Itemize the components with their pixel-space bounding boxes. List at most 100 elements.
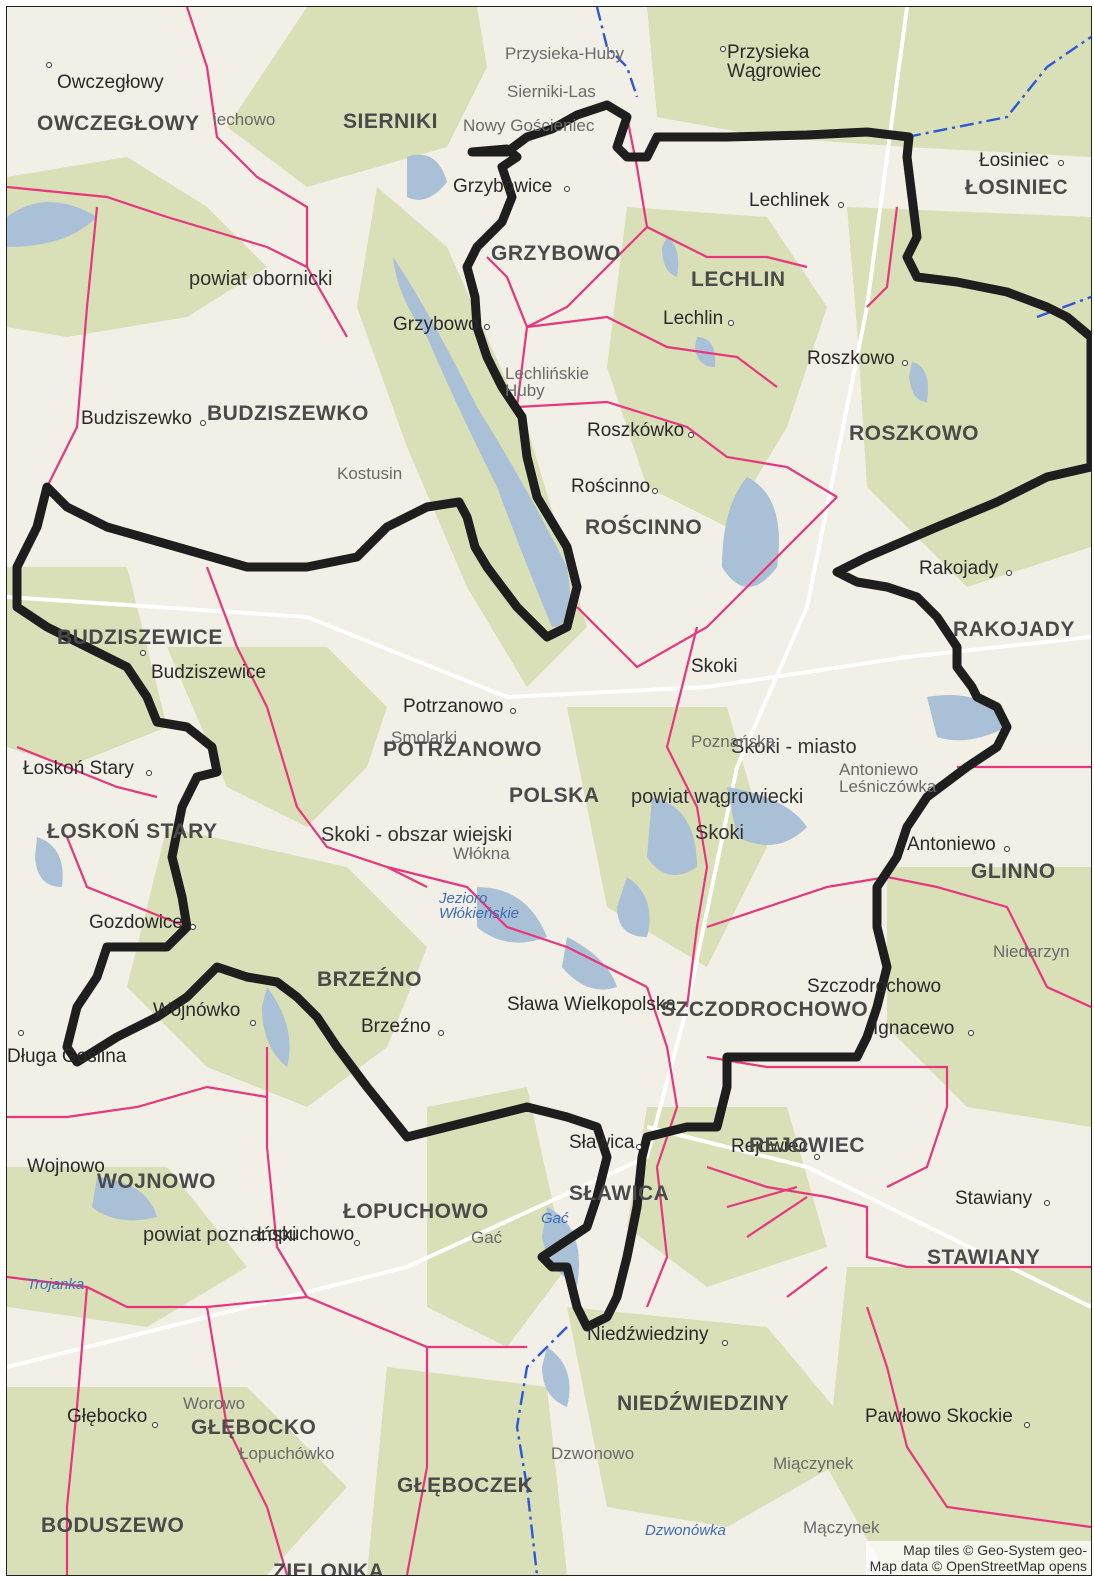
map-label-nowy-goscieniec: Nowy Gościeniec <box>463 116 595 135</box>
map-label-skoki-2: Skoki <box>695 822 744 844</box>
map-label-lopuchowko: Łopuchówko <box>239 1444 335 1463</box>
map-label-miaczynek: Miączynek <box>773 1454 854 1473</box>
settlement-dot-budziszewice <box>140 650 146 656</box>
map-label-gozdowice: Gozdowice <box>89 912 183 933</box>
map-label-boduszewo-unit: BODUSZEWO <box>41 1514 185 1537</box>
map-label-pawlowo-skockie: Pawłowo Skockie <box>865 1406 1013 1427</box>
map-label-roszkowo: Roszkowo <box>807 348 895 369</box>
map-label-rakojady-unit: RAKOJADY <box>953 618 1075 641</box>
map-label-wierzenica: Worowo <box>183 1394 246 1413</box>
roads <box>7 7 1091 1369</box>
map-label-lechlin: Lechlin <box>663 308 724 329</box>
settlement-dot-rakojady <box>1006 570 1012 576</box>
map-label-rejowiec: Rejowiec <box>731 1136 809 1157</box>
map-label-rakojady: Rakojady <box>919 558 999 579</box>
map-label-stawiany-unit: STAWIANY <box>927 1246 1041 1269</box>
map-label-iechowo: iechowo <box>213 110 276 129</box>
settlement-dot-glebocko <box>152 1422 158 1428</box>
map-label-skoki: Skoki <box>691 656 738 677</box>
settlement-dot-dluga-goslina <box>18 1030 24 1036</box>
map-label-skoki-obszar: Skoki - obszar wiejski <box>321 824 513 846</box>
map-label-sierniki-unit: SIERNIKI <box>343 110 439 133</box>
settlement-dot-stawiany <box>1044 1200 1050 1206</box>
map-label-powiat-obornicki: powiat obornicki <box>189 268 333 290</box>
map-label-antoniewo: Antoniewo <box>907 834 996 855</box>
settlement-dot-antoniewo <box>1004 846 1010 852</box>
map-label-wojnowo-unit: WOJNOWO <box>97 1170 216 1193</box>
map-label-wojnowo: Wojnowo <box>27 1156 105 1177</box>
map-label-poznanska: Poznańska <box>691 732 776 751</box>
map-label-szczodrochowo: Szczodrochowo <box>807 976 942 997</box>
settlement-dot-lechlinek <box>838 202 844 208</box>
map-label-dzwonowo: Dzwonowo <box>551 1444 635 1463</box>
settlement-dot-roszkowko <box>688 432 694 438</box>
map-label-potrzanowo: Potrzanowo <box>403 696 504 717</box>
map-label-slawa-wielkopolska: Sława Wielkopolska <box>507 994 676 1015</box>
map-label-niedarzyn: Niedarzyn <box>993 942 1070 961</box>
settlement-dot-niedzwiedziny <box>722 1340 728 1346</box>
map-label-loskon-stary: Łoskoń Stary <box>23 758 134 779</box>
settlement-dot-roscinno <box>652 488 658 494</box>
map-label-roszkowko: Roszkówko <box>587 420 685 441</box>
settlement-dot-slawica <box>636 1144 642 1150</box>
map-label-kostusin: Kostusin <box>337 464 403 483</box>
map-label-zielonka-unit: ZIELONKA <box>273 1560 385 1576</box>
map-label-dzwonowka: Dzwonówka <box>645 1522 726 1539</box>
map-label-grzybowo-unit: GRZYBOWO <box>491 242 621 265</box>
map-label-owczeglowy: Owczegłowy <box>57 72 164 93</box>
map-canvas[interactable] <box>7 7 1091 1575</box>
map-label-wojnowko: Wojnówko <box>153 1000 241 1021</box>
map-label-roscinno-unit: ROŚCINNO <box>585 516 703 539</box>
map-label-roszkowo-unit: ROSZKOWO <box>849 422 979 445</box>
map-label-owczeglowy-unit: OWCZEGŁOWY <box>37 112 200 135</box>
map-label-budziszewice: Budziszewice <box>151 662 267 683</box>
map-label-rejowiec-unit: REJOWIEC <box>749 1134 866 1157</box>
map-label-szczodrochowo-unit: SZCZODROCHOWO <box>661 998 869 1021</box>
map-label-sierniki-las: Sierniki-Las <box>507 82 596 101</box>
map-label-powiat-wagrowiecki: powiat wągrowiecki <box>631 786 804 808</box>
map-label-roscinno: Rościnno <box>571 476 651 497</box>
map-label-gac-blue: Gać <box>541 1210 569 1227</box>
map-label-gac-small: Gać <box>471 1228 503 1247</box>
settlement-dot-budziszewko <box>200 420 206 426</box>
region-boundaries <box>515 7 1091 1575</box>
settlement-dot-ignacewo <box>968 1030 974 1036</box>
map-label-budziszewko-unit: BUDZISZEWKO <box>207 402 369 425</box>
map-label-loskon-stary-unit: ŁOSKOŃ STARY <box>47 820 218 843</box>
map-label-trojanka: Trojanka <box>27 1276 85 1293</box>
map-label-losiniec-unit: ŁOSINIEC <box>965 176 1069 199</box>
map-label-brzezno: Brzeźno <box>361 1016 431 1037</box>
map-label-gleboczek-unit: GŁĘBOCZEK <box>397 1474 534 1497</box>
map-label-stawiany: Stawiany <box>955 1188 1033 1209</box>
map-label-dluga-goslina: Długa Goślina <box>7 1046 127 1067</box>
settlement-dot-rejowiec <box>814 1154 820 1160</box>
settlement-dot-loskon-stary <box>146 770 152 776</box>
settlement-dot-pawlowo-skockie <box>1024 1422 1030 1428</box>
map-attribution[interactable]: Map tiles © Geo-System geo-Map data © Op… <box>865 1540 1091 1575</box>
map-label-lechlin-unit: LECHLIN <box>691 268 786 291</box>
map-label-przysieka-huby: Przysieka-Huby <box>505 44 625 63</box>
map-label-ignacewo: Ignacewo <box>873 1018 955 1039</box>
map-label-niedzwiedziny-unit: NIEDŹWIEDZINY <box>617 1392 790 1415</box>
map-label-polska: POLSKA <box>509 784 600 807</box>
settlement-dot-owczeglowy <box>46 62 52 68</box>
map-label-slawica: Sławica <box>569 1132 635 1153</box>
settlement-dot-grzybowo <box>484 324 490 330</box>
settlement-dot-grzybowice <box>564 186 570 192</box>
map-label-glebocko: Głębocko <box>67 1406 148 1427</box>
municipality-outline <box>12 100 1091 1332</box>
map-label-lechlinek: Lechlinek <box>749 190 830 211</box>
settlement-dot-lechlin <box>728 320 734 326</box>
map-label-wlokna: Włókna <box>453 844 510 863</box>
settlement-dot-roszkowo <box>902 360 908 366</box>
settlement-dot-potrzanowo <box>510 708 516 714</box>
map-label-budziszewko: Budziszewko <box>81 408 192 429</box>
settlement-dot-losiniec <box>1058 160 1064 166</box>
map-label-lopuchowo-unit: ŁOPUCHOWO <box>343 1200 489 1223</box>
map-label-grzybowo: Grzybowo <box>393 314 479 335</box>
map-label-slawica-unit: SŁAWICA <box>569 1182 670 1205</box>
